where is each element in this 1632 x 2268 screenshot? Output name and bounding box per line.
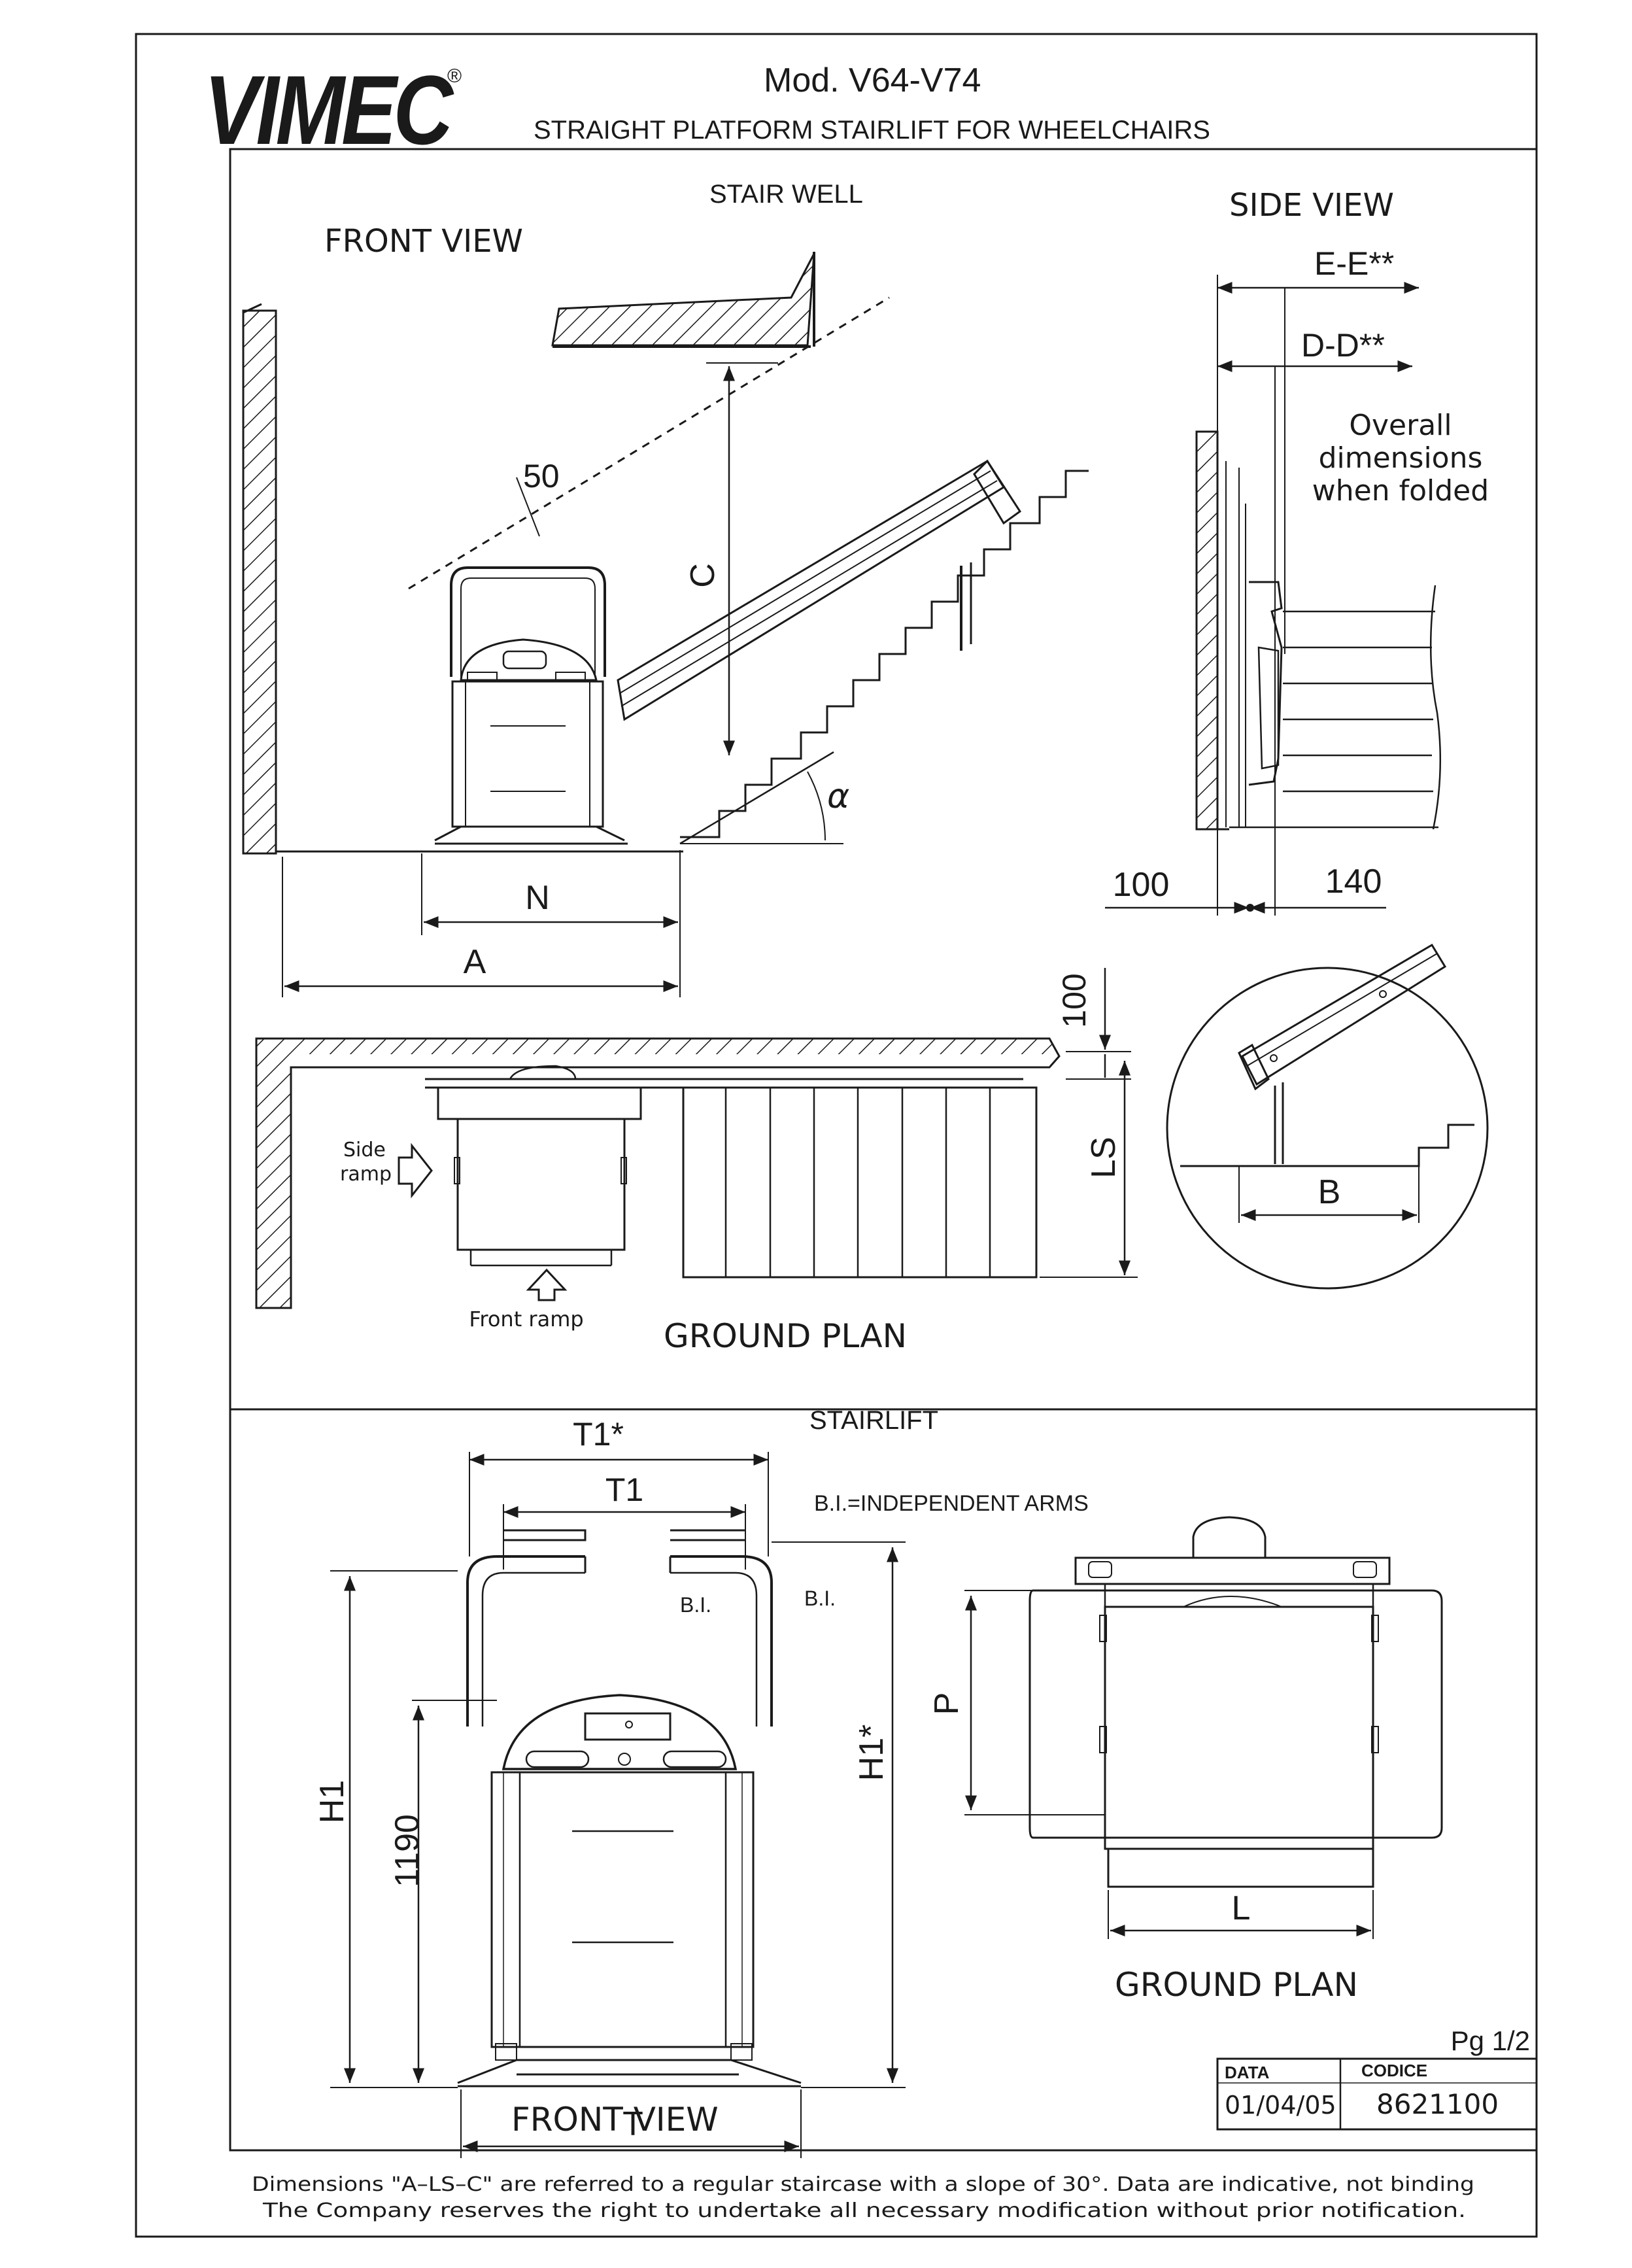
dim-c-label: C — [684, 563, 722, 588]
stairlift-rail — [617, 459, 1022, 721]
dim-t1-star-label: T1* — [573, 1416, 624, 1452]
ceiling-hatch — [551, 252, 815, 348]
footer-note-line1: Dimensions "A–LS–C" are referred to a re… — [252, 2173, 1474, 2196]
ground-plan-label-top: GROUND PLAN — [664, 1317, 907, 1355]
platform-plan-stairwell — [437, 1065, 642, 1267]
left-wall — [242, 303, 277, 855]
platform-front-view — [457, 1529, 802, 2088]
dim-l-label: L — [1232, 1889, 1251, 1927]
dim-t1-label: T1 — [605, 1471, 643, 1508]
date-value: 01/04/05 — [1225, 2091, 1336, 2120]
dim-100-plan: 100 — [1056, 973, 1093, 1027]
ground-plan-label-bottom: GROUND PLAN — [1115, 1966, 1358, 2004]
registered-mark: ® — [447, 65, 462, 87]
clearance-line — [408, 296, 890, 590]
platform-ground-plan — [1028, 1516, 1443, 1888]
side-ramp-arrow-icon — [398, 1143, 433, 1199]
folded-note-line1: Overall — [1349, 409, 1452, 442]
bi-right-label: B.I. — [804, 1587, 836, 1610]
inner-frame — [229, 148, 1538, 2152]
dim-h1-label: H1 — [313, 1780, 351, 1823]
dim-ee-label: E-E** — [1314, 245, 1394, 282]
dim-h1-star-label: H1* — [853, 1725, 891, 1781]
bi-note: B.I.=INDEPENDENT ARMS — [814, 1491, 1089, 1516]
product-subtitle: STRAIGHT PLATFORM STAIRLIFT FOR WHEELCHA… — [534, 116, 1210, 145]
dim-n-label: N — [525, 879, 550, 917]
side-stair-profile — [1225, 461, 1442, 830]
bi-left-label: B.I. — [680, 1593, 711, 1617]
dim-clearance-50: 50 — [523, 458, 560, 494]
plan-wall — [255, 1037, 1061, 1309]
alpha-arc — [807, 771, 826, 841]
vimec-logo: VIMEC ® — [204, 55, 462, 165]
stairlift-title: STAIRLIFT — [809, 1406, 938, 1435]
footer-note-line2: The Company reserves the right to undert… — [262, 2199, 1466, 2222]
front-view-label: FRONT VIEW — [324, 223, 523, 260]
steps-plan — [682, 1086, 1038, 1279]
data-label: DATA — [1225, 2063, 1270, 2082]
dim-t-label: T — [622, 2105, 643, 2143]
dim-alpha-label: α — [827, 777, 849, 816]
logo-text: VIMEC — [204, 55, 454, 165]
clearance-dim-line — [516, 477, 540, 537]
folded-note-line2: dimensions — [1319, 441, 1483, 475]
outer-frame — [135, 33, 1538, 2238]
side-wall — [1195, 430, 1229, 831]
front-ramp-arrow-icon — [526, 1268, 568, 1301]
folded-note-line3: when folded — [1312, 474, 1489, 507]
model-title: Mod. V64-V74 — [764, 61, 981, 99]
code-value: 8621100 — [1376, 2088, 1499, 2120]
detail-circle: B — [1166, 943, 1489, 1290]
dim-p-label: P — [928, 1692, 966, 1715]
staircase-steps — [680, 470, 1089, 838]
stair-well-title: STAIR WELL — [709, 180, 863, 209]
side-ramp-line1: Side — [343, 1139, 386, 1161]
side-ramp-line2: ramp — [340, 1163, 392, 1186]
side-view-label: SIDE VIEW — [1229, 187, 1394, 224]
dim-140: 140 — [1325, 863, 1382, 901]
dim-dd-label: D-D** — [1301, 327, 1385, 364]
dim-ls-label: LS — [1085, 1137, 1123, 1178]
dim-1190-label: 1190 — [388, 1814, 426, 1887]
dim-100-side: 100 — [1113, 866, 1170, 904]
front-view-label-bottom: FRONT VIEW — [511, 2101, 719, 2139]
stair-pitch-line — [679, 751, 834, 845]
platform-front-view-stairwell — [434, 566, 628, 845]
page-number: Pg 1/2 — [1451, 2025, 1530, 2056]
front-ramp-label: Front ramp — [469, 1307, 583, 1332]
dim-b-label: B — [1318, 1173, 1341, 1211]
title-block: DATA CODICE 01/04/05 8621100 — [1216, 2057, 1538, 2131]
dim-a-label: A — [464, 943, 486, 981]
codice-label: CODICE — [1361, 2061, 1427, 2080]
